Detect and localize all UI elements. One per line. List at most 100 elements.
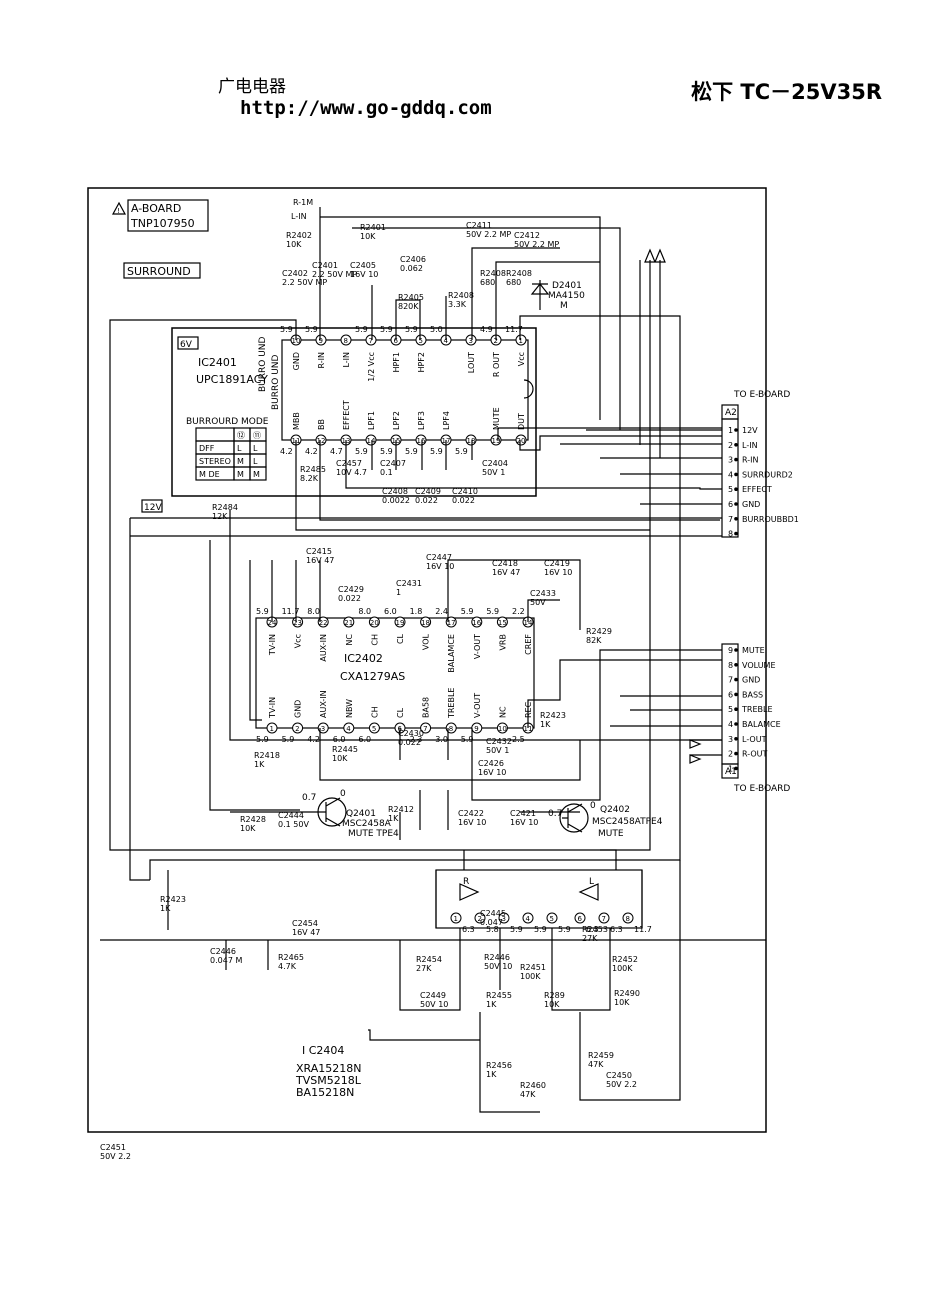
svg-text:16V 10: 16V 10 — [458, 818, 486, 827]
svg-text:BURROUBBD1: BURROUBBD1 — [742, 515, 799, 524]
svg-text:MUTE TPE4: MUTE TPE4 — [348, 829, 399, 839]
svg-text:2: 2 — [728, 750, 733, 759]
svg-text:HPF1: HPF1 — [392, 352, 401, 373]
svg-text:LPF3: LPF3 — [417, 411, 426, 430]
svg-text:CH: CH — [370, 706, 379, 718]
svg-text:Q2401: Q2401 — [346, 809, 376, 819]
svg-text:2: 2 — [295, 725, 299, 733]
svg-text:5: 5 — [419, 337, 423, 345]
svg-text:C2431: C2431 — [396, 579, 422, 588]
svg-text:3: 3 — [321, 725, 325, 733]
svg-text:C2450: C2450 — [606, 1071, 632, 1080]
ic2404-pin-1: 16.3 — [450, 912, 475, 934]
svg-text:C2411: C2411 — [466, 221, 492, 230]
svg-text:0.1 50V: 0.1 50V — [278, 820, 309, 829]
svg-text:R2490: R2490 — [614, 989, 640, 998]
svg-text:1K: 1K — [486, 1070, 497, 1079]
svg-text:0.022: 0.022 — [452, 496, 475, 505]
svg-text:16V 10: 16V 10 — [426, 562, 454, 571]
svg-text:6.3: 6.3 — [586, 925, 599, 934]
svg-text:10: 10 — [292, 337, 301, 345]
component-l-in: L-IN — [291, 212, 307, 221]
svg-text:BALAMCE: BALAMCE — [742, 720, 781, 729]
svg-text:L: L — [253, 457, 258, 466]
svg-text:L-OUT: L-OUT — [742, 735, 767, 744]
svg-text:4: 4 — [346, 725, 351, 733]
svg-text:5.9: 5.9 — [430, 447, 443, 456]
svg-text:50V 10: 50V 10 — [484, 962, 512, 971]
svg-text:CREF: CREF — [524, 634, 533, 655]
svg-text:3: 3 — [469, 337, 473, 345]
svg-text:5.0: 5.0 — [430, 325, 443, 334]
svg-text:L-IN: L-IN — [291, 212, 307, 221]
ic2402-pin-16: 165.9V-OUT — [461, 607, 483, 659]
svg-text:R2452: R2452 — [612, 955, 638, 964]
mode-cell-1-1: L — [233, 440, 251, 455]
svg-text:C2401: C2401 — [312, 261, 338, 270]
svg-text:R289: R289 — [544, 991, 565, 1000]
connector-a2-to: TO E-BOARD — [733, 390, 790, 400]
svg-text:6.3: 6.3 — [610, 925, 623, 934]
ic2401-pin-12: 124.2BB — [305, 419, 327, 456]
svg-text:⑪: ⑪ — [253, 431, 261, 440]
svg-text:1.8: 1.8 — [410, 607, 423, 616]
svg-text:0.0022: 0.0022 — [382, 496, 410, 505]
svg-text:BB: BB — [317, 419, 326, 430]
ic2404-part-2: TVSM5218L — [295, 1074, 362, 1087]
svg-text:HPF2: HPF2 — [417, 352, 426, 373]
svg-text:11.7: 11.7 — [634, 925, 652, 934]
svg-text:8.0: 8.0 — [307, 607, 320, 616]
board-label: ! A-BOARD TNP107950 — [111, 199, 209, 232]
svg-text:1/2 Vcc: 1/2 Vcc — [367, 352, 376, 382]
svg-text:27K: 27K — [416, 964, 432, 973]
surround-label: SURROUND — [123, 262, 201, 279]
svg-text:TREBLE: TREBLE — [741, 705, 773, 714]
svg-text:2: 2 — [478, 915, 482, 923]
svg-text:12V: 12V — [144, 503, 162, 513]
svg-text:5: 5 — [728, 705, 733, 714]
ic2404-pin-2: 25.8 — [474, 912, 499, 934]
svg-text:1: 1 — [270, 725, 274, 733]
svg-text:5.9: 5.9 — [380, 447, 393, 456]
svg-text:16V 10: 16V 10 — [350, 270, 378, 279]
svg-text:5.9: 5.9 — [558, 925, 571, 934]
svg-text:47K: 47K — [520, 1090, 536, 1099]
svg-text:R-IN: R-IN — [317, 352, 326, 368]
svg-text:C2447: C2447 — [426, 553, 452, 562]
svg-text:24: 24 — [268, 619, 277, 627]
svg-text:C2407: C2407 — [380, 459, 406, 468]
svg-text:2.2 50V MP: 2.2 50V MP — [312, 270, 357, 279]
svg-text:TV-IN: TV-IN — [268, 634, 277, 656]
ic2401-ref: IC2401 — [198, 356, 237, 369]
svg-text:MBB: MBB — [292, 412, 301, 430]
ic2402-pin-20: 208.0CH — [358, 607, 380, 646]
svg-text:C2415: C2415 — [306, 547, 332, 556]
svg-text:50V 2.2: 50V 2.2 — [100, 1152, 131, 1161]
mode-cell-1-0: DFF — [195, 440, 235, 455]
site-url[interactable]: http://www.go-gddq.com — [240, 97, 492, 119]
svg-text:R2402: R2402 — [286, 231, 312, 240]
